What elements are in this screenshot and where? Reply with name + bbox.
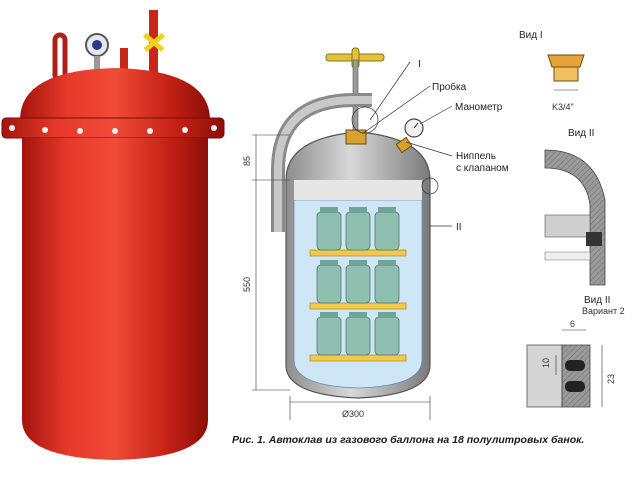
gasket-lower bbox=[565, 381, 585, 392]
manometer-needle bbox=[413, 122, 419, 129]
cork-fitting bbox=[345, 129, 367, 145]
variant2-body bbox=[526, 344, 563, 408]
view1-thread-label: K3/4" bbox=[552, 102, 574, 112]
gasket bbox=[586, 232, 602, 246]
dim-top-height: 85 bbox=[242, 156, 252, 166]
dim-total: 23 bbox=[606, 374, 616, 384]
wall-section bbox=[544, 149, 606, 286]
variant2-dim-lines bbox=[555, 329, 603, 407]
leader-lines bbox=[351, 61, 453, 227]
dim-slot: 10 bbox=[541, 358, 551, 368]
gauge-label: Манометр bbox=[455, 102, 503, 113]
cork-label: Пробка bbox=[432, 81, 467, 93]
figure-caption: Рис. 1. Автоклав из газового баллона на … bbox=[232, 434, 584, 446]
jar-lids bbox=[320, 207, 396, 318]
nipple-label-line1: Ниппель bbox=[456, 151, 496, 162]
lid-section bbox=[544, 214, 591, 238]
dimension-lines bbox=[252, 134, 431, 420]
variant2-wall bbox=[561, 344, 591, 408]
tank-flange bbox=[1, 117, 225, 139]
view1-title: Вид I bbox=[519, 30, 543, 41]
dim-gap: 6 bbox=[570, 319, 575, 329]
tank-dome bbox=[20, 68, 210, 120]
callout-1-label: I bbox=[418, 59, 421, 70]
red-autoclave-tank bbox=[1, 10, 225, 460]
nipple-valve bbox=[395, 136, 413, 154]
plug-icon bbox=[547, 54, 585, 68]
gauge-stem bbox=[94, 56, 100, 76]
view2-title: Вид II bbox=[568, 128, 594, 139]
dim-diameter: Ø300 bbox=[342, 409, 364, 419]
bypass-pipe-inner bbox=[274, 96, 372, 232]
nipple-label-line2: с клапаном bbox=[456, 163, 509, 174]
dim-body-height: 550 bbox=[242, 277, 252, 292]
air-gap bbox=[294, 180, 422, 200]
gauge-center bbox=[92, 40, 102, 50]
thread-section bbox=[544, 251, 591, 261]
gasket-upper bbox=[565, 360, 585, 371]
small-pipe bbox=[120, 48, 128, 78]
view-2-variant-2-detail bbox=[526, 329, 603, 408]
jars bbox=[316, 211, 400, 356]
view2-var2-title: Вид II bbox=[584, 295, 610, 306]
tank-body bbox=[22, 138, 208, 460]
view-2-detail bbox=[544, 149, 606, 286]
plug-thread bbox=[553, 66, 579, 82]
handle-loop-pipe bbox=[52, 32, 68, 83]
view-1-detail bbox=[547, 54, 585, 91]
view2-var2-subtitle: Вариант 2 bbox=[582, 306, 625, 316]
cross-section-diagram bbox=[252, 47, 453, 420]
callout-2-label: II bbox=[456, 222, 462, 233]
valve-handle-icon bbox=[142, 32, 166, 53]
